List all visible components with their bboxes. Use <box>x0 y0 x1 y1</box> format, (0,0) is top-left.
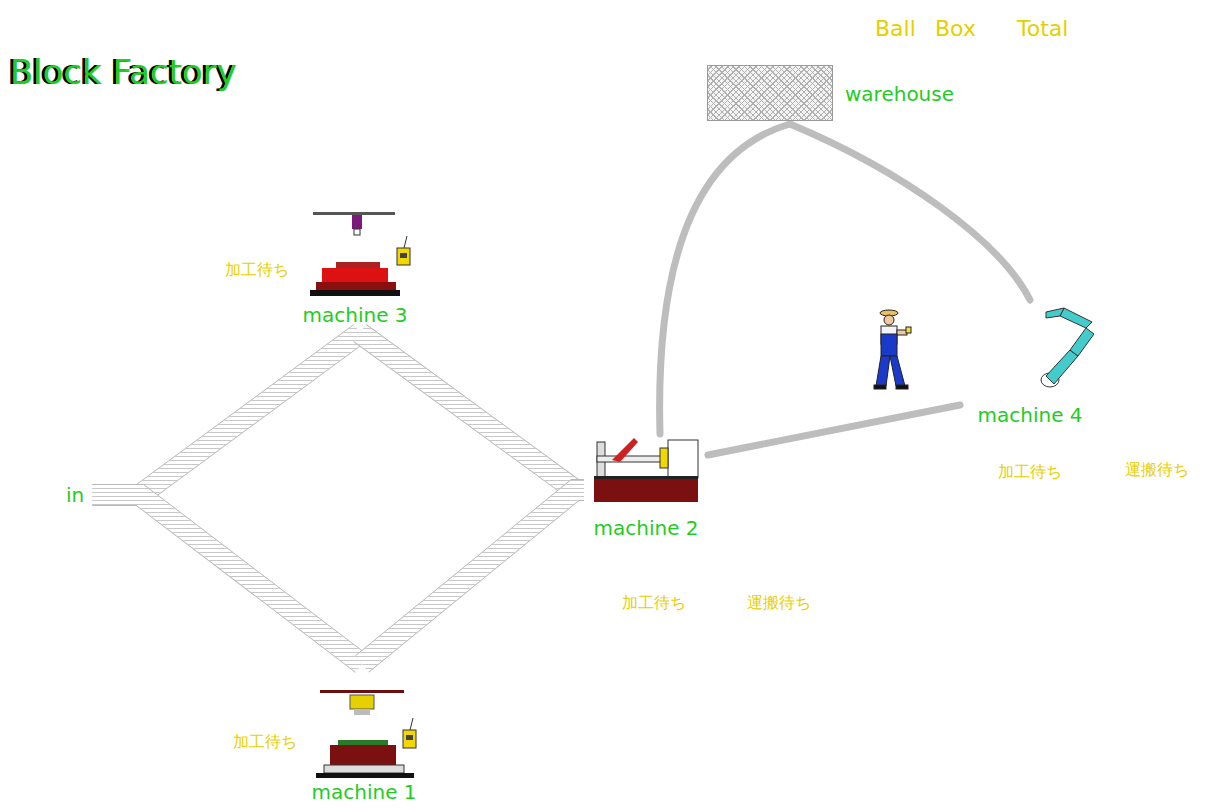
node-label: machine 1 <box>311 780 416 804</box>
conveyor-band <box>360 333 584 490</box>
connector-stroke <box>92 333 360 495</box>
node-label: warehouse <box>845 82 954 106</box>
connector-stroke <box>660 124 790 434</box>
entry-point: in <box>58 481 92 509</box>
transport-route <box>708 405 960 455</box>
connector-stroke <box>92 333 360 495</box>
connector-stroke <box>92 495 362 664</box>
machine-station: machine 1 <box>303 664 424 810</box>
status-label: 加工待ち <box>225 260 289 280</box>
connector-stroke <box>92 333 360 495</box>
transport-route <box>790 124 1030 300</box>
node-label: machine 3 <box>302 303 407 327</box>
connector-stroke <box>362 490 584 664</box>
conveyor-band <box>92 495 362 664</box>
connector-stroke <box>360 333 584 490</box>
conveyor-band <box>362 490 584 664</box>
node-label: machine 4 <box>977 403 1082 427</box>
status-label: 加工待ち <box>622 593 686 613</box>
status-label: 加工待ち <box>233 732 297 752</box>
counter-heading: Ball <box>875 16 916 42</box>
machine-station: machine 4 <box>960 300 1100 433</box>
machine-1-icon <box>316 690 416 778</box>
machine-station: machine 3 <box>294 205 415 333</box>
machine-2-icon <box>594 438 698 502</box>
connector-stroke <box>92 495 362 664</box>
worker-figure <box>874 310 911 389</box>
status-label: 加工待ち <box>998 462 1062 482</box>
machine-3-icon <box>310 212 410 296</box>
connector-stroke <box>362 490 584 664</box>
connector-stroke <box>790 124 1030 300</box>
node-label: in <box>66 483 84 507</box>
connector-stroke <box>362 490 584 664</box>
connector-stroke <box>360 333 584 490</box>
counter-heading: Box <box>935 16 976 42</box>
connector-stroke <box>360 333 584 490</box>
conveyor-band <box>92 333 360 495</box>
node-label: machine 2 <box>593 516 698 540</box>
machine-4-robot-arm <box>1041 308 1094 387</box>
storage-area: warehouse <box>705 62 962 124</box>
connector-stroke <box>92 495 362 664</box>
diagram-title: Block Factory <box>10 50 237 94</box>
warehouse-hatch <box>707 65 833 121</box>
machine-station: machine 2 <box>584 434 708 546</box>
status-label: 運搬待ち <box>1125 460 1189 480</box>
connector-stroke <box>708 405 960 455</box>
transport-route <box>660 124 790 434</box>
status-label: 運搬待ち <box>747 593 811 613</box>
counter-heading: Total <box>1017 16 1068 42</box>
